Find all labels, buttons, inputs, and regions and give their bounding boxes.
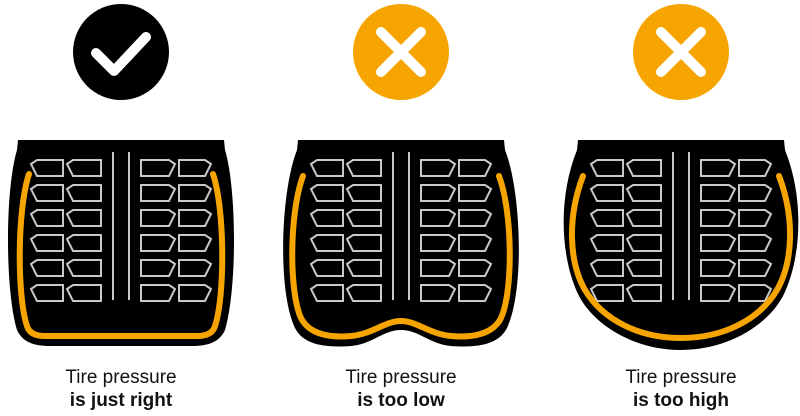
tread-block	[589, 259, 624, 277]
tread-block	[65, 184, 102, 202]
tread-block	[140, 284, 177, 302]
tread-block	[700, 284, 737, 302]
tread-block	[700, 259, 737, 277]
tread-block	[458, 234, 493, 252]
caption-line-1: Tire pressure	[345, 367, 457, 388]
tread-block	[420, 209, 457, 227]
tire-just-right	[8, 140, 234, 346]
tread-block	[625, 234, 662, 252]
tread-block	[29, 259, 64, 277]
caption-line-2: is too high	[632, 390, 730, 411]
tread-block	[65, 159, 102, 177]
tread-block	[625, 284, 662, 302]
tread-block	[65, 284, 102, 302]
tread-block	[140, 209, 177, 227]
cross-icon	[656, 27, 706, 77]
tread-block	[65, 209, 102, 227]
tread-block	[420, 259, 457, 277]
caption-line-1: Tire pressure	[625, 367, 737, 388]
tread-block	[29, 184, 64, 202]
tread-block	[458, 159, 493, 177]
tread-block	[140, 259, 177, 277]
tire-too-high	[563, 140, 799, 350]
rim-line	[289, 173, 513, 340]
tread-block	[29, 234, 64, 252]
tread-block	[700, 184, 737, 202]
caption-too-low: Tire pressure is too low	[281, 366, 521, 412]
tread-block	[309, 284, 344, 302]
tread-block	[625, 159, 662, 177]
tread-block	[178, 159, 213, 177]
tire-too-low	[283, 140, 519, 347]
tread-block	[345, 284, 382, 302]
caption-line-2: is just right	[69, 390, 173, 411]
tread-block	[458, 284, 493, 302]
tread-block	[700, 159, 737, 177]
tread-block	[420, 284, 457, 302]
rim-line	[569, 173, 793, 342]
caption-just-right: Tire pressure is just right	[1, 366, 241, 412]
caption-too-high: Tire pressure is too high	[561, 366, 800, 412]
panel-too-high: Tire pressure is too high	[561, 0, 800, 416]
tread-block	[140, 184, 177, 202]
tread-block	[309, 159, 344, 177]
tread-block	[420, 184, 457, 202]
tread-block	[29, 159, 64, 177]
tread-block	[140, 159, 177, 177]
tread-block	[458, 209, 493, 227]
tread-block	[700, 209, 737, 227]
tread-block	[345, 209, 382, 227]
tread-block	[309, 234, 344, 252]
panel-just-right: Tire pressure is just right	[1, 0, 241, 416]
tread-block	[345, 184, 382, 202]
tread-block	[140, 234, 177, 252]
rim-line	[16, 171, 226, 339]
tread-block	[178, 184, 213, 202]
tread-block	[738, 184, 773, 202]
tread-block	[309, 209, 344, 227]
tread-block	[178, 284, 213, 302]
tread-block	[458, 184, 493, 202]
tread-block	[738, 259, 773, 277]
tread-block	[345, 259, 382, 277]
tread-block	[420, 234, 457, 252]
tread-block	[65, 234, 102, 252]
tread-block	[738, 159, 773, 177]
tread-block	[589, 159, 624, 177]
tread-block	[589, 284, 624, 302]
tread-block	[420, 159, 457, 177]
tread-block	[738, 209, 773, 227]
tread-block	[625, 259, 662, 277]
tread-block	[29, 209, 64, 227]
tread-block	[458, 259, 493, 277]
tread-block	[738, 234, 773, 252]
tread-block	[178, 209, 213, 227]
tread-block	[345, 234, 382, 252]
checkmark-badge	[73, 4, 169, 100]
caption-line-2: is too low	[357, 390, 445, 411]
tread-block	[345, 159, 382, 177]
checkmark-icon	[91, 32, 151, 76]
tread-block	[589, 234, 624, 252]
tread-block	[625, 184, 662, 202]
tread-block	[625, 209, 662, 227]
tread-block	[29, 284, 64, 302]
tread-block	[589, 209, 624, 227]
caption-line-1: Tire pressure	[65, 367, 177, 388]
panel-too-low: Tire pressure is too low	[281, 0, 521, 416]
cross-icon	[376, 27, 426, 77]
tread-block	[178, 234, 213, 252]
tread-block	[738, 284, 773, 302]
tread-block	[178, 259, 213, 277]
tread-block	[65, 259, 102, 277]
tread-block	[309, 184, 344, 202]
tread-block	[589, 184, 624, 202]
tread-block	[700, 234, 737, 252]
tread-block	[309, 259, 344, 277]
